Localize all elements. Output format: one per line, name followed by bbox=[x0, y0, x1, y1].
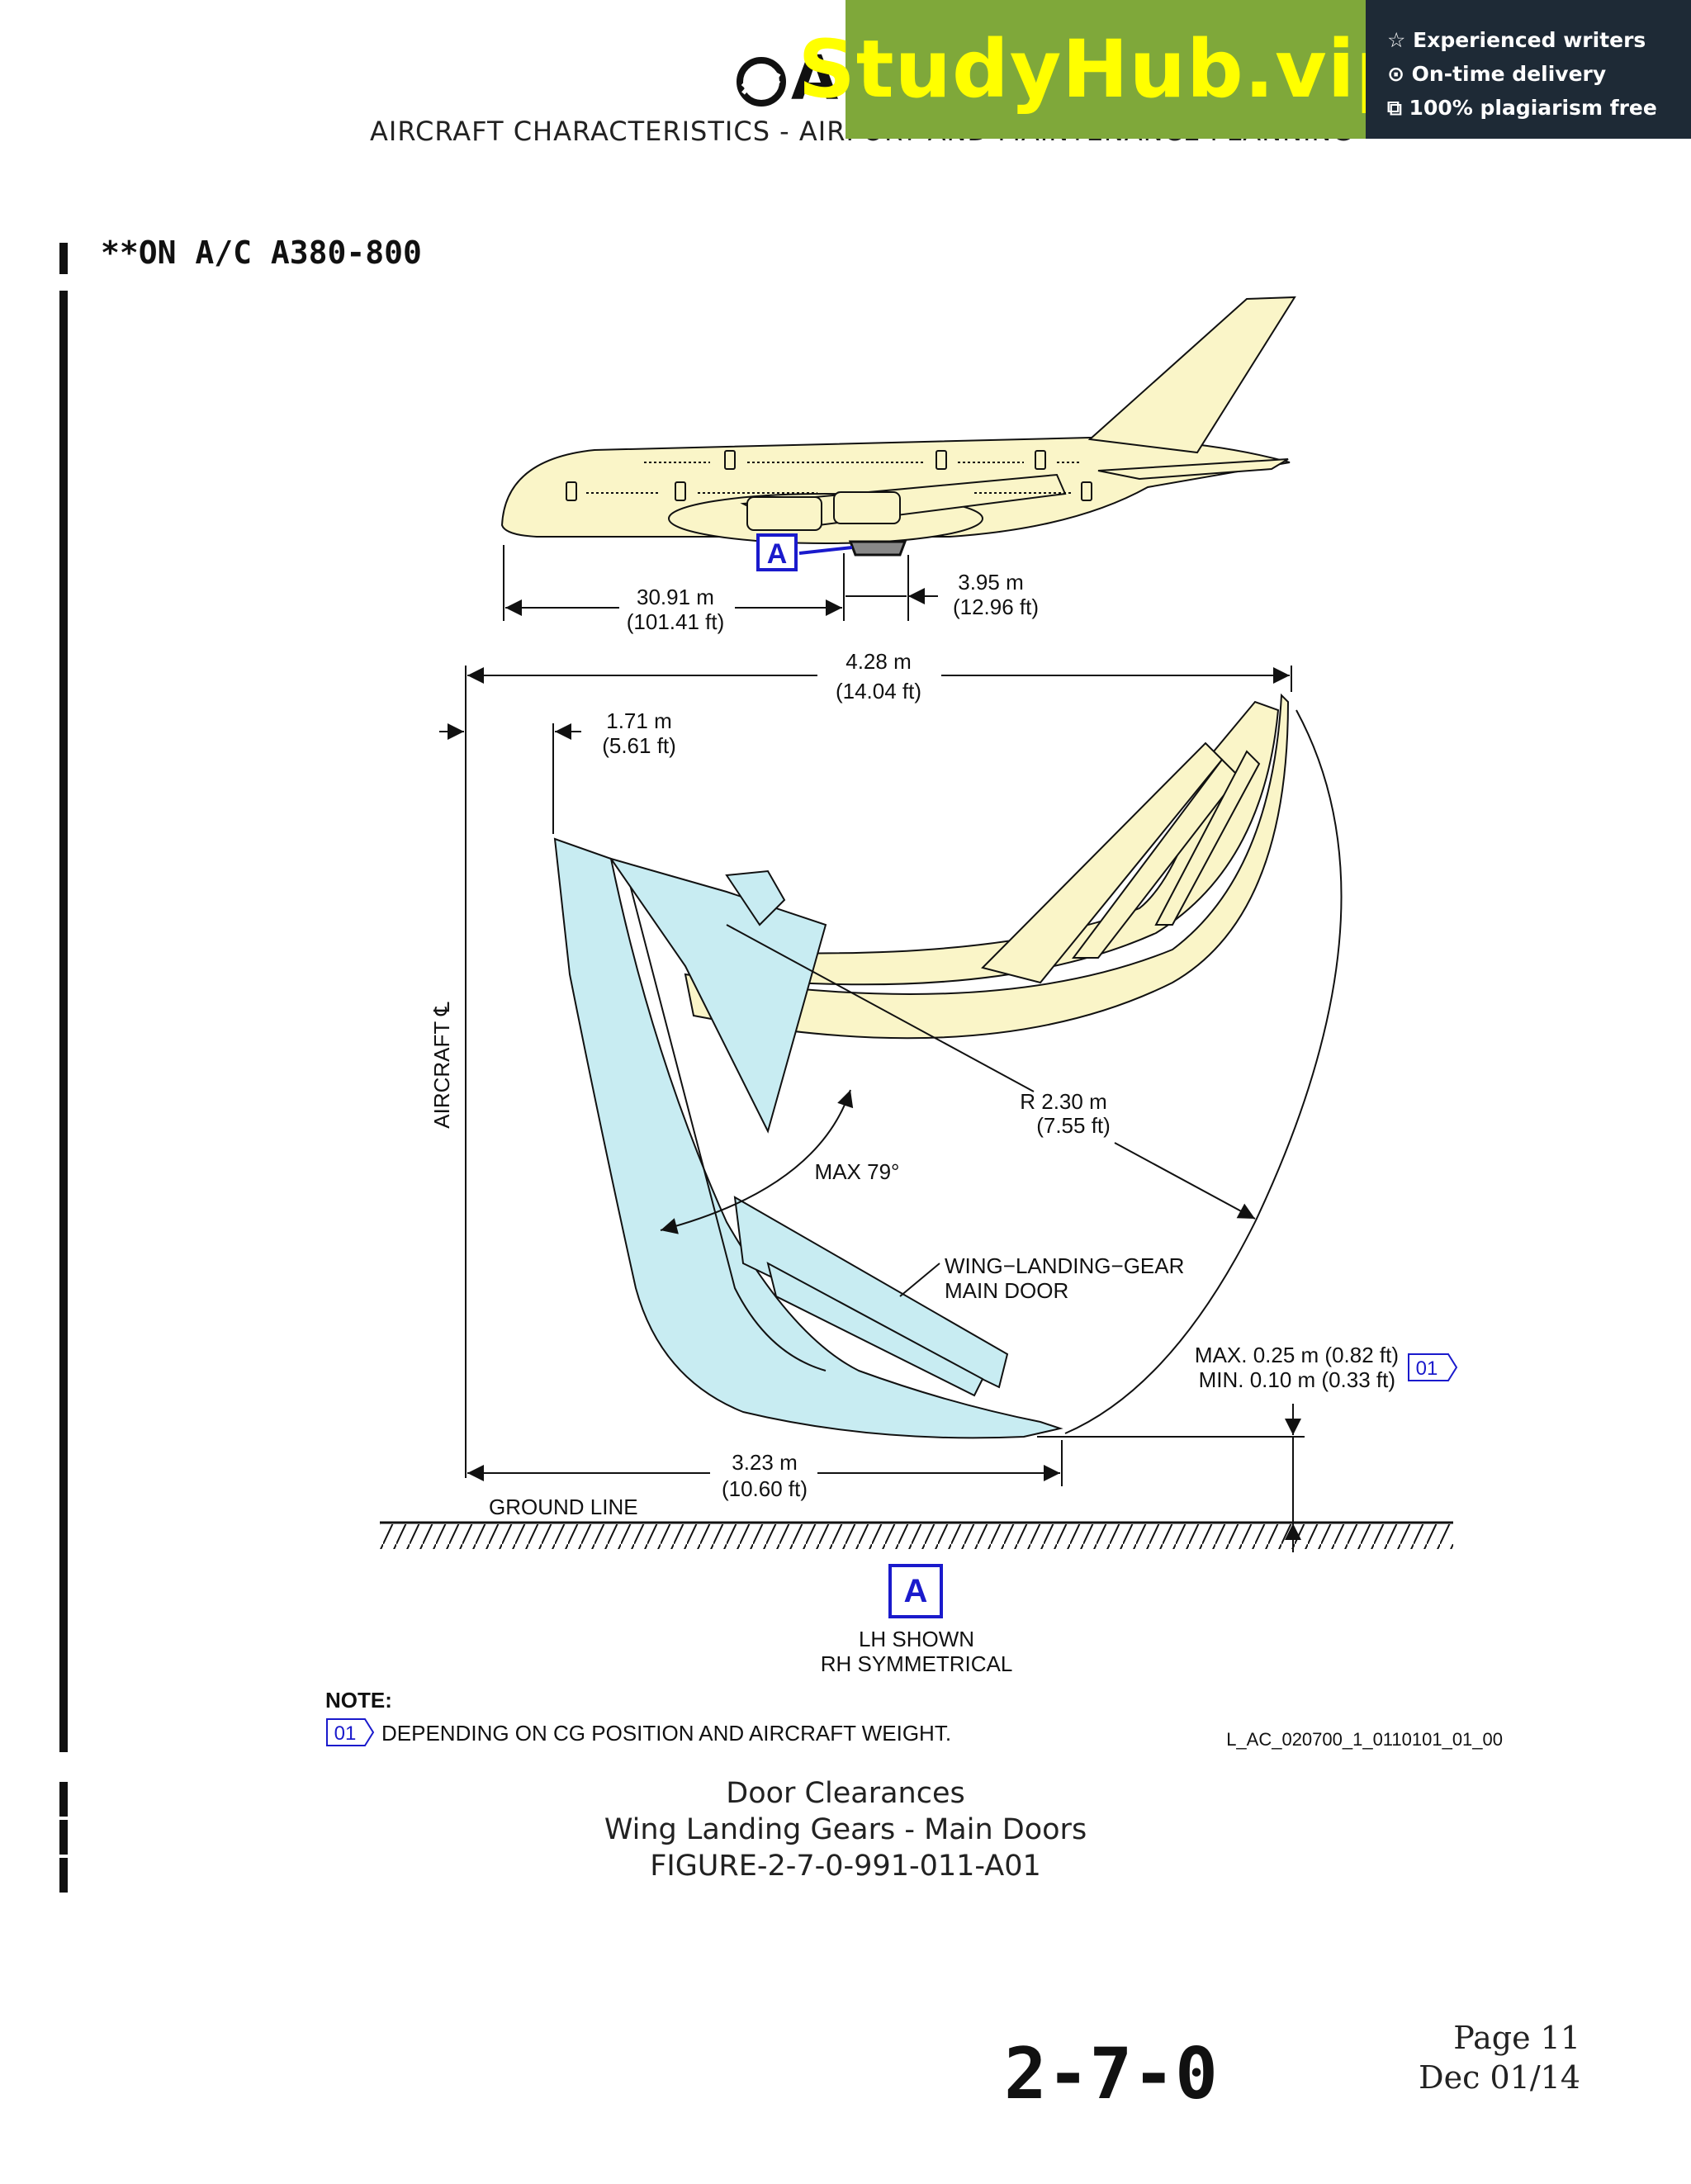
caption-line-3: FIGURE-2-7-0-991-011-A01 bbox=[650, 1850, 1041, 1883]
rh-symmetrical: RH SYMMETRICAL bbox=[821, 1651, 1013, 1676]
clearance-max: MAX. 0.25 m (0.82 ft) bbox=[1195, 1343, 1399, 1367]
revision-bar-caption-1 bbox=[59, 1782, 68, 1817]
revision-bar-caption-3 bbox=[59, 1858, 68, 1893]
dim-fwd-ft: (101.41 ft) bbox=[627, 609, 725, 634]
view-a-label: A bbox=[904, 1573, 928, 1609]
dim-fwd-m: 30.91 m bbox=[637, 585, 714, 609]
banner-features: ☆ Experienced writers ⊙ On-time delivery… bbox=[1366, 0, 1691, 139]
ground-hatch bbox=[380, 1524, 1453, 1549]
note-badge-text: 01 bbox=[334, 1722, 357, 1745]
studyhub-banner[interactable]: StudyHub.vip ☆ Experienced writers ⊙ On-… bbox=[798, 0, 1691, 139]
horizontal-stabilizer bbox=[1097, 458, 1289, 481]
page-number: Page 11 bbox=[1453, 2020, 1580, 2056]
dim-offset-ft: (5.61 ft) bbox=[602, 733, 676, 758]
swing-arcs bbox=[660, 709, 1343, 1434]
drawing-id: L_AC_020700_1_0110101_01_00 bbox=[1226, 1729, 1503, 1750]
banner-brand[interactable]: StudyHub.vip bbox=[798, 23, 1414, 116]
main-door-highlight bbox=[848, 540, 907, 557]
dim-offset-m: 1.71 m bbox=[606, 708, 672, 733]
vertical-stabilizer bbox=[1087, 296, 1296, 454]
dim-span-m: 4.28 m bbox=[846, 649, 912, 674]
max-angle: MAX 79° bbox=[815, 1159, 900, 1184]
clearance-min: MIN. 0.10 m (0.33 ft) bbox=[1199, 1367, 1395, 1392]
dim-door-ft: (12.96 ft) bbox=[953, 595, 1039, 619]
dimension-span bbox=[439, 666, 1292, 1478]
aircraft-centerline-label: AIRCRAFT ℄ bbox=[429, 1002, 454, 1129]
note-ref-badge: 01 bbox=[1408, 1353, 1458, 1381]
airbus-swirl-icon bbox=[737, 57, 786, 107]
radius-m: R 2.30 m bbox=[1020, 1089, 1107, 1114]
revision-bar-caption-2 bbox=[59, 1820, 68, 1855]
view-a-label-box bbox=[888, 1564, 943, 1618]
note-text: DEPENDING ON CG POSITION AND AIRCRAFT WE… bbox=[381, 1721, 951, 1746]
page-date: Dec 01/14 bbox=[1419, 2059, 1580, 2096]
dimension-fwd bbox=[503, 545, 938, 621]
revision-bar-long bbox=[59, 291, 68, 1752]
note-badge bbox=[326, 1718, 375, 1746]
engine-2 bbox=[833, 491, 901, 524]
note-ref-badge-text: 01 bbox=[1416, 1357, 1438, 1380]
effectivity-label: **ON A/C A380-800 bbox=[101, 235, 422, 271]
windows-upper bbox=[566, 450, 1092, 501]
dim-door-m: 3.95 m bbox=[958, 570, 1024, 595]
dim-span-ft: (14.04 ft) bbox=[836, 679, 921, 704]
dim-base-m: 3.23 m bbox=[732, 1450, 798, 1475]
aircraft-side-view: A bbox=[500, 296, 1296, 571]
door-label-1: WING−LANDING−GEAR bbox=[945, 1253, 1184, 1278]
lh-shown: LH SHOWN bbox=[859, 1627, 974, 1651]
banner-feature-writers: ☆ Experienced writers bbox=[1387, 28, 1646, 52]
engine bbox=[746, 496, 822, 531]
dimension-base bbox=[467, 1440, 1063, 1486]
section-number: 2-7-0 bbox=[1004, 2033, 1218, 2115]
view-a-callout-label: A bbox=[767, 538, 788, 570]
banner-feature-plagiarism: ⧉ 100% plagiarism free bbox=[1387, 96, 1657, 120]
banner-feature-delivery: ⊙ On-time delivery bbox=[1387, 62, 1607, 86]
note-title: NOTE: bbox=[325, 1688, 392, 1713]
caption-line-2: Wing Landing Gears - Main Doors bbox=[604, 1813, 1087, 1846]
main-door bbox=[553, 837, 1063, 1439]
banner-brand-area[interactable]: StudyHub.vip bbox=[798, 0, 1412, 139]
view-a-callout bbox=[756, 533, 798, 571]
radius-ft: (7.55 ft) bbox=[1036, 1113, 1111, 1138]
dim-base-ft: (10.60 ft) bbox=[722, 1476, 808, 1501]
ground-line-label: GROUND LINE bbox=[489, 1495, 638, 1519]
door-label-2: MAIN DOOR bbox=[945, 1278, 1068, 1303]
revision-bar bbox=[59, 243, 68, 274]
caption-line-1: Door Clearances bbox=[726, 1777, 965, 1810]
